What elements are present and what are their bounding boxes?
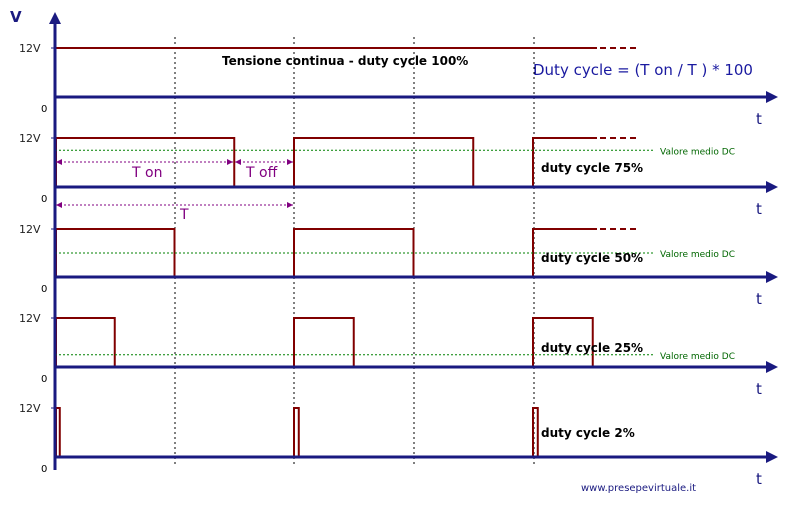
- t-off-arrow-right: [287, 159, 293, 165]
- pulse: [532, 137, 597, 187]
- pulse: [532, 407, 539, 457]
- time-axis-arrow: [766, 91, 778, 103]
- pulse: [532, 317, 594, 367]
- period-arrow-right: [287, 202, 293, 208]
- mean-label: Valore medio DC: [660, 352, 735, 362]
- time-axis-label: t: [756, 200, 762, 218]
- v-axis-label: V: [10, 8, 22, 26]
- mean-lines: [55, 149, 655, 356]
- pulse: [55, 407, 61, 457]
- time-axis-arrow: [766, 181, 778, 193]
- period-label: T: [179, 207, 189, 223]
- pulse: [293, 317, 355, 367]
- mean-label: Valore medio DC: [660, 250, 735, 260]
- zero-label: 0: [41, 104, 47, 115]
- pulse: [293, 407, 300, 457]
- pulse: [55, 317, 116, 367]
- panel-caption: duty cycle 75%: [541, 161, 643, 175]
- level-12v-label: 12V: [19, 132, 41, 145]
- period-arrow-left: [56, 202, 62, 208]
- time-axis-arrow: [766, 271, 778, 283]
- axes: [49, 12, 778, 470]
- v-axis-arrow: [49, 12, 61, 24]
- level-12v-label: 12V: [19, 402, 41, 415]
- time-axis-label: t: [756, 470, 762, 488]
- level-12v-label: 12V: [19, 42, 41, 55]
- duty-formula: Duty cycle = (T on / T ) * 100: [533, 61, 753, 79]
- timing-markers: T on T off T: [56, 159, 293, 223]
- t-on-arrow-right: [227, 159, 233, 165]
- time-axis-arrow: [766, 361, 778, 373]
- t-off-arrow-left: [235, 159, 241, 165]
- t-on-arrow-left: [56, 159, 62, 165]
- period-grid: [174, 37, 535, 467]
- pulse: [532, 228, 597, 277]
- time-axis-label: t: [756, 380, 762, 398]
- panel-caption: duty cycle 25%: [541, 341, 643, 355]
- level-12v-label: 12V: [19, 223, 41, 236]
- panel-caption: duty cycle 2%: [541, 426, 635, 440]
- mean-label: Valore medio DC: [660, 147, 735, 157]
- time-axis-arrow: [766, 451, 778, 463]
- labels: t 12V 0 Tensione continua - duty cycle 100%…: [19, 42, 762, 488]
- panel-caption: duty cycle 50%: [541, 251, 643, 265]
- zero-label: 0: [41, 374, 47, 385]
- time-axis-label: t: [756, 290, 762, 308]
- t-off-label: T off: [245, 165, 278, 181]
- site-url: www.presepevirtuale.it: [581, 483, 696, 494]
- zero-label: 0: [41, 464, 47, 475]
- pulse: [293, 137, 475, 187]
- t-on-label: T on: [131, 165, 162, 181]
- zero-label: 0: [41, 284, 47, 295]
- level-12v-label: 12V: [19, 312, 41, 325]
- zero-label: 0: [41, 194, 47, 205]
- pulse: [293, 228, 415, 277]
- time-axis-label: t: [756, 110, 762, 128]
- panel-caption: Tensione continua - duty cycle 100%: [222, 54, 468, 68]
